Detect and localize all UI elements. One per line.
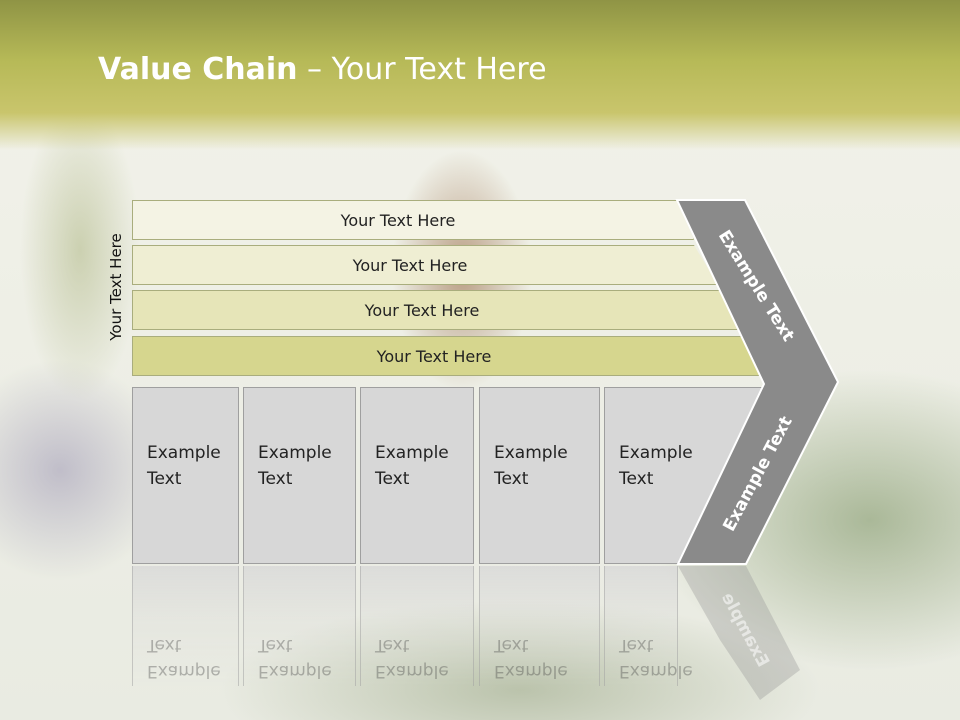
box-3-line-1: Example: [375, 443, 449, 463]
support-row-3: Your Text Here: [132, 290, 742, 330]
title-rest: – Your Text Here: [297, 52, 547, 87]
box-5-line-1: Example: [619, 443, 693, 463]
box-4-line-1: Example: [494, 443, 568, 463]
box-2-line-1: Example: [258, 443, 332, 463]
box-1-line-1: Example: [147, 443, 221, 463]
box-1-line-2: Text: [147, 469, 182, 489]
support-row-2-label: Your Text Here: [352, 255, 468, 275]
support-row-1: Your Text Here: [132, 200, 694, 240]
support-row-4: Your Text Here: [132, 336, 766, 376]
support-row-1-label: Your Text Here: [340, 210, 456, 230]
box-2-line-2: Text: [258, 469, 293, 489]
box-5-line-2: Text: [619, 469, 654, 489]
support-row-2: Your Text Here: [132, 245, 718, 285]
box-4-line-2: Text: [494, 469, 529, 489]
title-band: [0, 0, 960, 150]
slide-title: Value Chain – Your Text Here: [98, 52, 547, 87]
chevron-reflection: [678, 566, 800, 700]
chevron-shape: [675, 199, 840, 565]
box-3-line-2: Text: [375, 469, 410, 489]
support-row-3-label: Your Text Here: [364, 300, 480, 320]
support-row-4-label: Your Text Here: [376, 346, 492, 366]
title-bold: Value Chain: [98, 52, 298, 87]
